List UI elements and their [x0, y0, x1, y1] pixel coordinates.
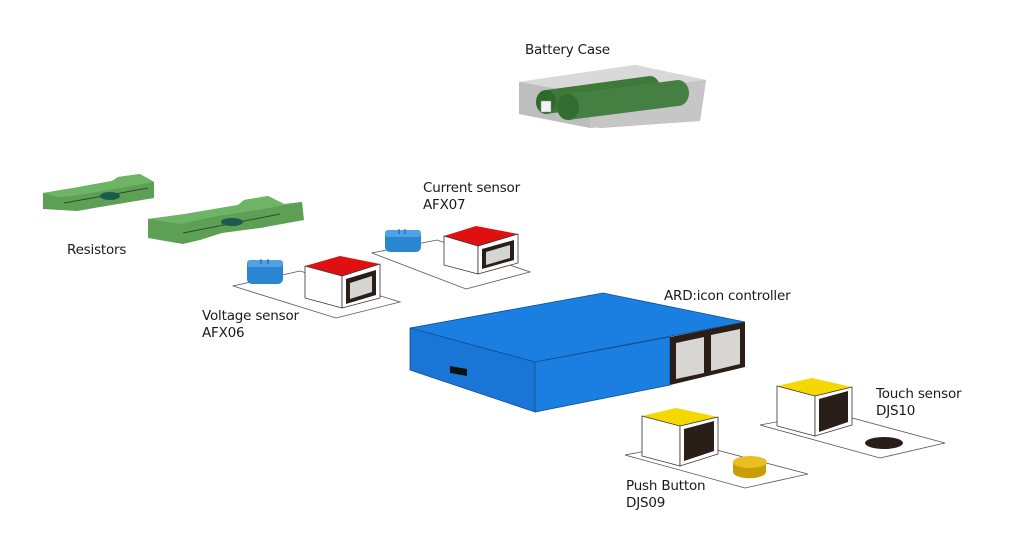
- terminal-block: [385, 229, 421, 252]
- component-name: Battery Case: [525, 42, 610, 58]
- touch-sensor-module: [759, 378, 946, 459]
- component-name: Push Button: [626, 478, 706, 494]
- rj-socket: [776, 378, 853, 437]
- rj-socket: [641, 408, 719, 467]
- push-button-module: [624, 408, 809, 489]
- component-name: Current sensor: [423, 180, 520, 196]
- controller-box: [409, 292, 746, 413]
- component-name: Touch sensor: [876, 386, 962, 402]
- battery-case-label: Battery Case: [525, 42, 610, 59]
- controller-label: ARD:icon controller: [664, 288, 791, 305]
- touch-pad-icon[interactable]: [865, 437, 903, 449]
- component-name: Voltage sensor: [202, 308, 299, 324]
- usb-port[interactable]: [450, 366, 467, 376]
- battery-contact: [540, 100, 552, 113]
- rj-socket: [304, 256, 381, 309]
- resistor-2: [148, 196, 304, 244]
- component-code: AFX07: [423, 197, 466, 213]
- voltage-sensor-module: [231, 256, 402, 319]
- battery-case: [519, 65, 706, 128]
- rj-port-2[interactable]: [711, 329, 740, 371]
- rj-port-1[interactable]: [676, 337, 704, 379]
- component-code: DJS09: [626, 495, 666, 511]
- component-code: DJS10: [876, 403, 916, 419]
- current-sensor-module: [370, 226, 532, 290]
- battery-cell-2: [557, 80, 689, 120]
- push-button-cap[interactable]: [733, 456, 767, 479]
- component-code: AFX06: [202, 325, 245, 341]
- resistor-element: [100, 192, 120, 200]
- resistor-element: [221, 218, 243, 226]
- component-name: ARD:icon controller: [664, 288, 791, 304]
- rj-socket: [443, 226, 519, 275]
- component-name: Resistors: [67, 242, 127, 258]
- resistors-label: Resistors: [67, 242, 126, 259]
- resistor-1: [43, 174, 154, 211]
- terminal-block: [247, 259, 283, 284]
